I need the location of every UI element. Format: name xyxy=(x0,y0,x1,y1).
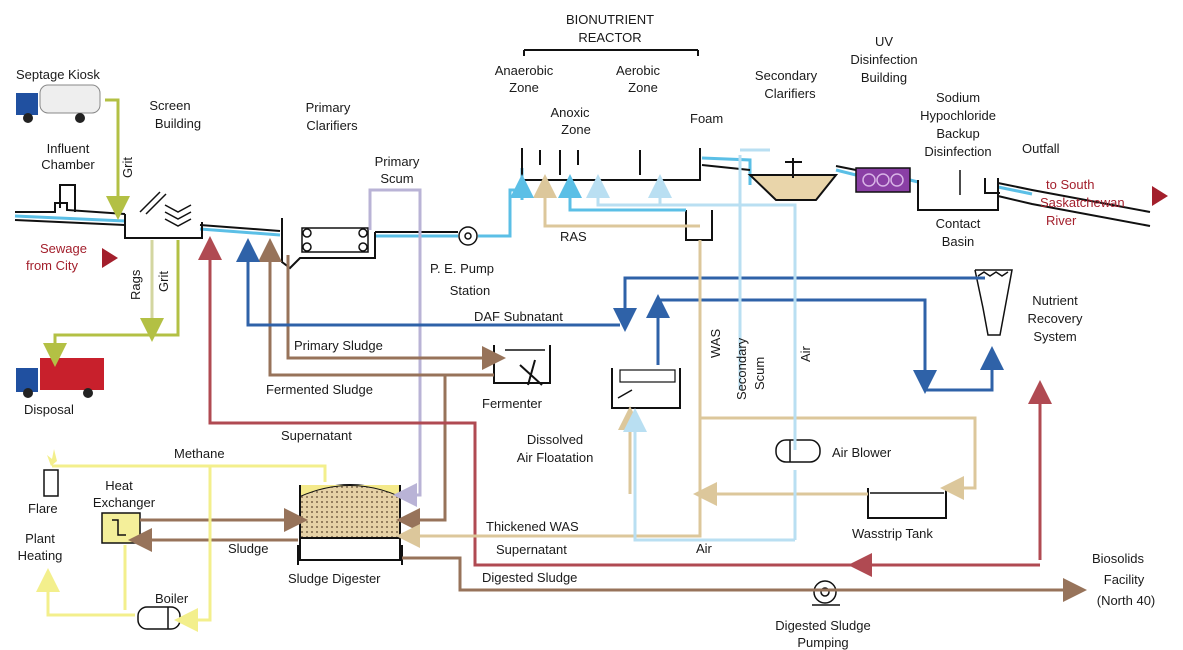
label-sludge: Sludge xyxy=(228,541,268,556)
label-daf-subnatant: DAF Subnatant xyxy=(474,309,563,324)
label-grit-bottom: Grit xyxy=(156,271,171,292)
primary-sludge-flow xyxy=(128,238,1087,602)
screen-building xyxy=(124,191,203,239)
air-flow xyxy=(586,148,797,542)
label-wasstrip-tank: Wasstrip Tank xyxy=(852,526,933,541)
label-thickened-was: Thickened WAS xyxy=(486,519,579,534)
label-was: WAS xyxy=(708,329,723,358)
boiler xyxy=(137,606,181,630)
uv-building xyxy=(855,167,911,193)
heat-exchanger xyxy=(101,512,141,544)
daf-tank xyxy=(611,368,681,409)
septage-truck-icon xyxy=(16,84,101,123)
fermenter-tank xyxy=(493,345,551,386)
label-boiler: Boiler xyxy=(155,591,189,606)
contact-basin xyxy=(917,170,1000,211)
label-air-vertical: Air xyxy=(798,345,813,362)
label-air-blower: Air Blower xyxy=(832,445,892,460)
label-supernatant-top: Supernatant xyxy=(281,428,352,443)
flare xyxy=(43,449,59,497)
pe-pump xyxy=(458,226,478,246)
label-disposal: Disposal xyxy=(24,402,74,417)
label-fermented-sludge: Fermented Sludge xyxy=(266,382,373,397)
label-sludge-digester: Sludge Digester xyxy=(288,571,381,586)
grit-flow xyxy=(43,98,180,367)
label-fermenter: Fermenter xyxy=(482,396,543,411)
digested-sludge-pump xyxy=(812,580,840,606)
label-outfall: Outfall xyxy=(1022,141,1060,156)
ras-flow xyxy=(396,174,977,548)
supernatant-flow xyxy=(198,236,1052,577)
daf-subnatant-flow xyxy=(236,238,1004,394)
main-liquid-flow xyxy=(14,156,1033,238)
label-septage-kiosk: Septage Kiosk xyxy=(16,67,100,82)
label-rags: Rags xyxy=(128,269,143,300)
ras-return-blue xyxy=(510,174,686,212)
label-supernatant-bottom: Supernatant xyxy=(496,542,567,557)
nutrient-recovery-reactor xyxy=(974,269,1013,336)
label-ras: RAS xyxy=(560,229,587,244)
label-methane: Methane xyxy=(174,446,225,461)
label-flare: Flare xyxy=(28,501,58,516)
label-secondary-scum-line1: Secondary xyxy=(734,337,749,400)
river-arrow xyxy=(1152,186,1168,206)
label-foam: Foam xyxy=(690,111,723,126)
influent-chamber xyxy=(59,184,76,212)
label-secondary-scum-line2: Scum xyxy=(752,357,767,390)
label-digested-sludge: Digested Sludge xyxy=(482,570,577,585)
label-air-bottom: Air xyxy=(696,541,713,556)
methane-flow xyxy=(36,464,327,632)
disposal-truck-icon xyxy=(16,358,104,398)
primary-clarifier xyxy=(281,218,376,270)
label-primary-sludge: Primary Sludge xyxy=(294,338,383,353)
sludge-digester xyxy=(297,484,403,565)
label-grit-top: Grit xyxy=(120,157,135,178)
sewage-arrow xyxy=(102,248,118,268)
primary-scum-flow xyxy=(368,188,422,507)
air-blower xyxy=(775,439,821,463)
bionutrient-reactor xyxy=(521,49,701,181)
secondary-clarifier xyxy=(747,158,839,201)
wasstrip-tank xyxy=(867,488,947,519)
